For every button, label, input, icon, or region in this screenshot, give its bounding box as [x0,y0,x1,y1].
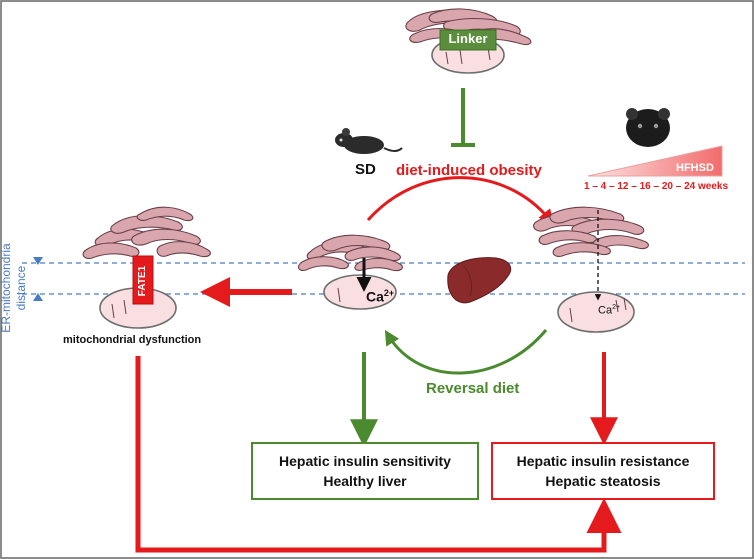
dysfunction-label: mitochondrial dysfunction [63,334,202,346]
center-mam-group [297,234,403,310]
cristae-center [337,287,341,303]
right-mam-group [533,206,649,333]
hfhsd-label: HFHSD [676,162,714,174]
reversal-label: Reversal diet [426,380,520,397]
sd-mouse-icon [335,128,403,154]
hfhsd-wedge [587,145,723,177]
distance-marker-bottom-icon [33,293,43,301]
sd-label: SD [355,161,376,178]
distance-axis-label: ER-mitochondria distance [0,218,33,358]
healthy-outcome-line1: Hepatic insulin sensitivity [279,453,451,469]
er-stack-left [82,206,211,259]
disease-outcome-line1: Hepatic insulin resistance [516,453,690,469]
healthy-outcome-line2: Healthy liver [323,473,407,489]
distance-marker-top-icon [33,257,43,265]
fate1-label: FATE1 [137,265,148,297]
disease-outcome-line2: Hepatic steatosis [545,473,661,489]
reversal-arc-arrow [384,329,548,375]
disease-outcome-box [491,442,715,500]
cristae-right [569,297,627,323]
calcium-label-center: Ca2+ [366,288,394,305]
distance-axis-label-line1: ER-mitochondria [0,243,13,333]
obesity-arc-arrow [366,176,554,225]
obese-mouse-icon [626,108,670,147]
liver-lobe-line [463,265,473,297]
liver-icon [447,257,512,304]
healthy-outcome-box [251,442,479,500]
hfhsd-timeline: 1 – 4 – 12 – 16 – 20 – 24 weeks [584,181,729,192]
linker-mam-group [405,8,532,74]
calcium-charge-center: 2+ [383,288,395,298]
obesity-label: diet-induced obesity [396,162,542,179]
linker-box [439,29,497,51]
er-stack-center [297,234,403,272]
calcium-charge-right: 2+ [612,304,621,311]
fate1-tether [132,255,154,305]
dysfunction-to-disease-path [135,356,622,553]
calcium-label-right: Ca2+ [598,304,620,317]
distance-axis-label-line2: distance [14,265,28,311]
fate1-mam-group [82,206,211,329]
healthy-outcome-text: Hepatic insulin sensitivity Healthy live… [252,451,478,491]
er-stack-right [533,206,649,257]
mitochondrion-center [323,274,397,310]
mitochondrion-right [557,291,635,333]
disease-outcome-text: Hepatic insulin resistance Hepatic steat… [492,451,714,491]
cristae-left [111,299,127,319]
calcium-symbol-right: Ca [598,304,613,317]
calcium-symbol-center: Ca [366,288,384,305]
linker-label: Linker [448,31,488,46]
